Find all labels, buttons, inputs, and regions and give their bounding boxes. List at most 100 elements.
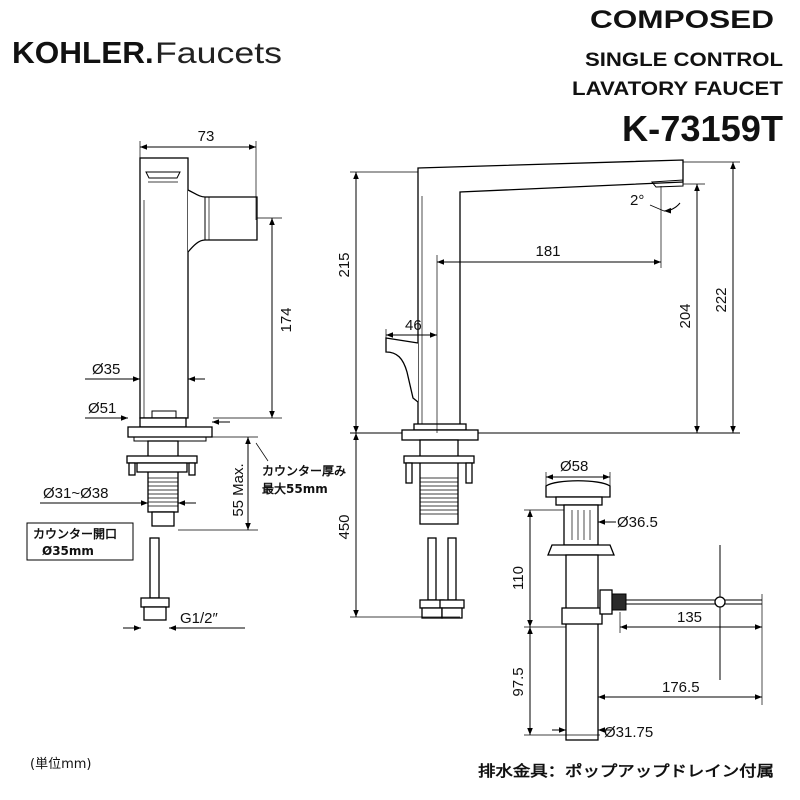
dim-text: 46 (405, 317, 422, 334)
counter-thickness-note: カウンター厚み 最大55mm (255, 442, 346, 496)
dim-text: Ø35 (92, 361, 120, 378)
side-view: 73 174 Ø35 Ø51 55 Max. カウンター厚み 最 (26, 128, 346, 631)
side-bolt-left (128, 462, 136, 476)
dimension-handle-height: 174 (213, 217, 295, 419)
brand-dot: . (145, 35, 154, 70)
series-name: COMPOSED (590, 6, 774, 34)
side-hose (149, 537, 160, 599)
counter-thickness-label: カウンター厚み (262, 464, 346, 478)
front-hose-left (427, 537, 437, 601)
counter-hole-box: カウンター開口 Ø35mm (26, 522, 134, 561)
product-line-1: SINGLE CONTROL (585, 50, 783, 71)
drain-pivot-collar (599, 589, 613, 615)
drain-note: 排水金具：ポップアップドレイン付属 (478, 762, 774, 780)
kohler-logo: KOHLER . Faucets (12, 35, 282, 70)
angle-arc (663, 202, 681, 214)
dimension-spout-reach: 181 (436, 186, 662, 433)
front-bolt-right (465, 462, 473, 484)
dim-text: G1/2″ (180, 610, 219, 627)
drain-flange (555, 496, 603, 506)
product-line-2: LAVATORY FAUCET (572, 79, 783, 100)
front-bolt-left (405, 462, 413, 484)
dim-text: 176.5 (662, 679, 700, 696)
side-hose-nut-top (140, 597, 170, 608)
side-nut (136, 462, 188, 473)
side-bolt-right (188, 462, 196, 476)
dim-text: Ø51 (88, 400, 116, 417)
drain-tailpiece (565, 554, 599, 741)
dim-text: 73 (198, 128, 215, 145)
side-washer (126, 455, 198, 464)
dim-text: Ø31.75 (604, 724, 653, 741)
side-shank (147, 440, 179, 513)
dimension-outlet-height: 204 (677, 183, 705, 433)
dimension-supply-thread: G1/2″ (123, 610, 245, 631)
dimension-width: 73 (139, 128, 257, 220)
side-faucet-shape (126, 157, 258, 621)
dim-text: 181 (535, 243, 560, 260)
drain-shape (545, 480, 762, 741)
drain-cap (545, 480, 611, 498)
drain-view: Ø58 Ø36.5 110 97.5 135 176.5 (510, 458, 763, 741)
front-handle-lever (385, 337, 419, 403)
dim-text: Ø58 (560, 458, 588, 475)
front-hose-fitting-left (421, 607, 443, 619)
drain-body (563, 504, 599, 546)
dimension-spout-top-height: 222 (683, 161, 740, 433)
drain-slots (571, 510, 591, 540)
dimension-upper-length: 110 (510, 509, 566, 628)
unit-note: (単位mm) (30, 756, 91, 772)
dim-text: 2° (630, 192, 644, 209)
dim-text: 55 Max. (230, 463, 247, 516)
front-hose-nut-right (439, 599, 465, 609)
dim-text: Ø31~Ø38 (43, 485, 108, 502)
front-hose-fitting-right (441, 607, 463, 619)
dimension-body-diameter: Ø35 (85, 361, 205, 382)
side-body (139, 157, 189, 419)
drain-tailpiece-band (561, 607, 603, 625)
counter-thickness-value: 最大55mm (262, 481, 328, 496)
angle-ref-line (649, 204, 665, 212)
dimension-spout-angle: 2° (630, 192, 681, 214)
side-aerator (145, 171, 181, 179)
dim-text: 135 (677, 609, 702, 626)
front-faucet-shape (385, 159, 684, 619)
dimension-pivot-reach: 135 (619, 594, 763, 705)
side-handle (187, 189, 258, 253)
dimension-lower-length: 97.5 (510, 627, 600, 736)
front-escutcheon (401, 429, 479, 441)
counter-hole-value: Ø35mm (42, 544, 94, 558)
header: KOHLER . Faucets COMPOSED SINGLE CONTROL… (12, 6, 783, 149)
brand-sub: Faucets (155, 37, 282, 70)
side-bottom-fitting (151, 511, 175, 527)
dimension-cap-diameter: Ø58 (545, 458, 611, 486)
dim-text: 450 (336, 514, 353, 539)
dimension-flange-diameter: Ø36.5 (598, 514, 658, 531)
model-number: K-73159T (622, 108, 783, 149)
front-hose-right (447, 537, 457, 601)
dimension-tailpiece-diameter: Ø31.75 (552, 724, 653, 741)
note-box (26, 522, 134, 561)
dimension-handle-offset: 46 (385, 317, 437, 340)
dimension-height-above-counter: 215 (336, 171, 418, 433)
counter-hole-label: カウンター開口 (33, 527, 117, 541)
front-shank-threads (420, 477, 458, 515)
brand-name: KOHLER (12, 35, 145, 70)
dim-text: 174 (278, 307, 295, 332)
dimension-shank-diameter: Ø31~Ø38 (40, 485, 196, 506)
front-washer (403, 455, 475, 464)
drain-pivot-nut (611, 593, 627, 611)
side-escutcheon (127, 426, 213, 438)
drain-pivot-rod (626, 599, 762, 605)
leader-line (255, 442, 269, 462)
side-base-ring (139, 417, 187, 428)
drain-rod-clip (714, 596, 726, 608)
dim-text: 204 (677, 303, 694, 328)
front-base-ring (413, 423, 467, 431)
front-aerator (651, 179, 684, 188)
dimension-counter-max: 55 Max. (178, 436, 258, 531)
dim-text: 110 (510, 566, 527, 590)
dim-text: 222 (713, 287, 730, 312)
front-view: 215 450 181 2° 46 204 (336, 159, 740, 619)
